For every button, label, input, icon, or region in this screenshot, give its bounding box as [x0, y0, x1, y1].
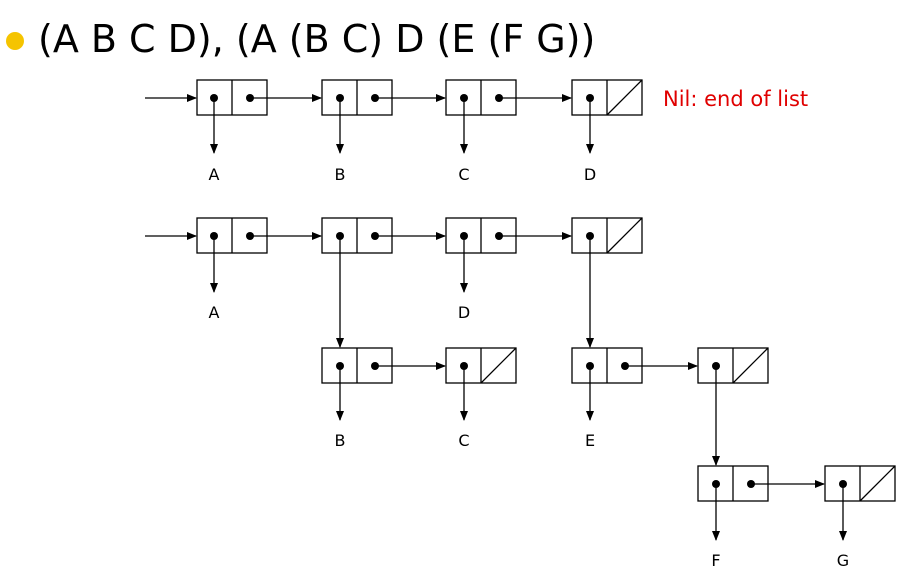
sub3-cell-2	[824, 465, 896, 502]
atom-label: C	[458, 431, 469, 450]
nil-annotation: Nil: end of list	[663, 87, 808, 111]
pointer-dots	[210, 94, 847, 488]
bullet-icon	[6, 32, 24, 50]
list2-cell-4	[571, 217, 643, 254]
atom-label: A	[209, 303, 220, 322]
atom-label: G	[837, 551, 849, 570]
atom-label: D	[458, 303, 470, 322]
list1-cell-4	[571, 79, 643, 116]
slide-title-row: (A B C D), (A (B C) D (E (F G))	[6, 14, 595, 64]
atom-label: D	[584, 165, 596, 184]
sub2-cell-2	[697, 347, 769, 384]
atom-label: C	[458, 165, 469, 184]
atom-label: A	[209, 165, 220, 184]
atom-label: B	[335, 165, 346, 184]
atom-label: B	[335, 431, 346, 450]
nil-slash	[606, 79, 643, 116]
atom-label: E	[585, 431, 595, 450]
atom-label: F	[711, 551, 720, 570]
slide-title: (A B C D), (A (B C) D (E (F G))	[38, 17, 596, 61]
sub1-cell-2	[445, 347, 517, 384]
